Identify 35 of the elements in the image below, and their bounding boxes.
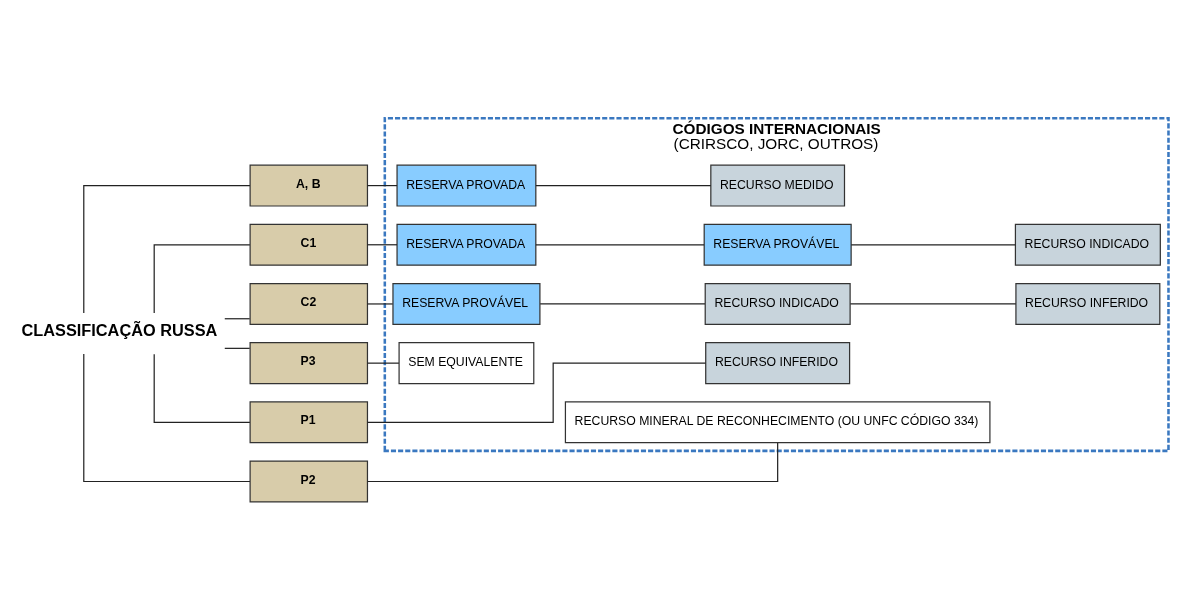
connector [366,303,394,305]
connector [367,442,779,483]
node-box: P1 [249,401,369,444]
node-box: P3 [249,342,369,385]
connector [367,362,707,423]
connector [153,353,251,423]
node-box: RESERVA PROVÁVEL [392,282,541,325]
node-box: P2 [249,460,369,503]
connector [224,318,251,320]
node-box: C2 [249,282,369,325]
node-box: RECURSO INFERIDO [705,342,851,385]
node-box: RESERVA PROVÁVEL [703,223,852,266]
node-box: SEM EQUIVALENTE [398,342,535,385]
connector [539,303,706,305]
connector [850,244,1017,246]
connector [366,362,400,364]
node-box: RECURSO MEDIDO [710,164,846,207]
connector [535,185,712,187]
node-box: RECURSO INFERIDO [1015,282,1161,325]
connector [83,353,251,483]
connector [153,244,251,314]
node-box: RESERVA PROVADA [396,164,537,207]
connector [535,244,705,246]
connector [83,185,251,314]
node-box: RESERVA PROVADA [396,223,537,266]
connector [366,185,398,187]
node-text: CLASSIFICAÇÃO RUSSA [21,321,218,340]
connector [366,244,398,246]
node-box: C1 [249,223,369,266]
node-box: RECURSO INDICADO [704,282,851,325]
node-box: A, B [249,164,369,207]
connector [224,347,251,349]
node-box: RECURSO MINERAL DE RECONHECIMENTO (OU UNFC CÓDIGO 334) [564,401,991,444]
node-box: RECURSO INDICADO [1014,223,1161,266]
connector [849,303,1017,305]
